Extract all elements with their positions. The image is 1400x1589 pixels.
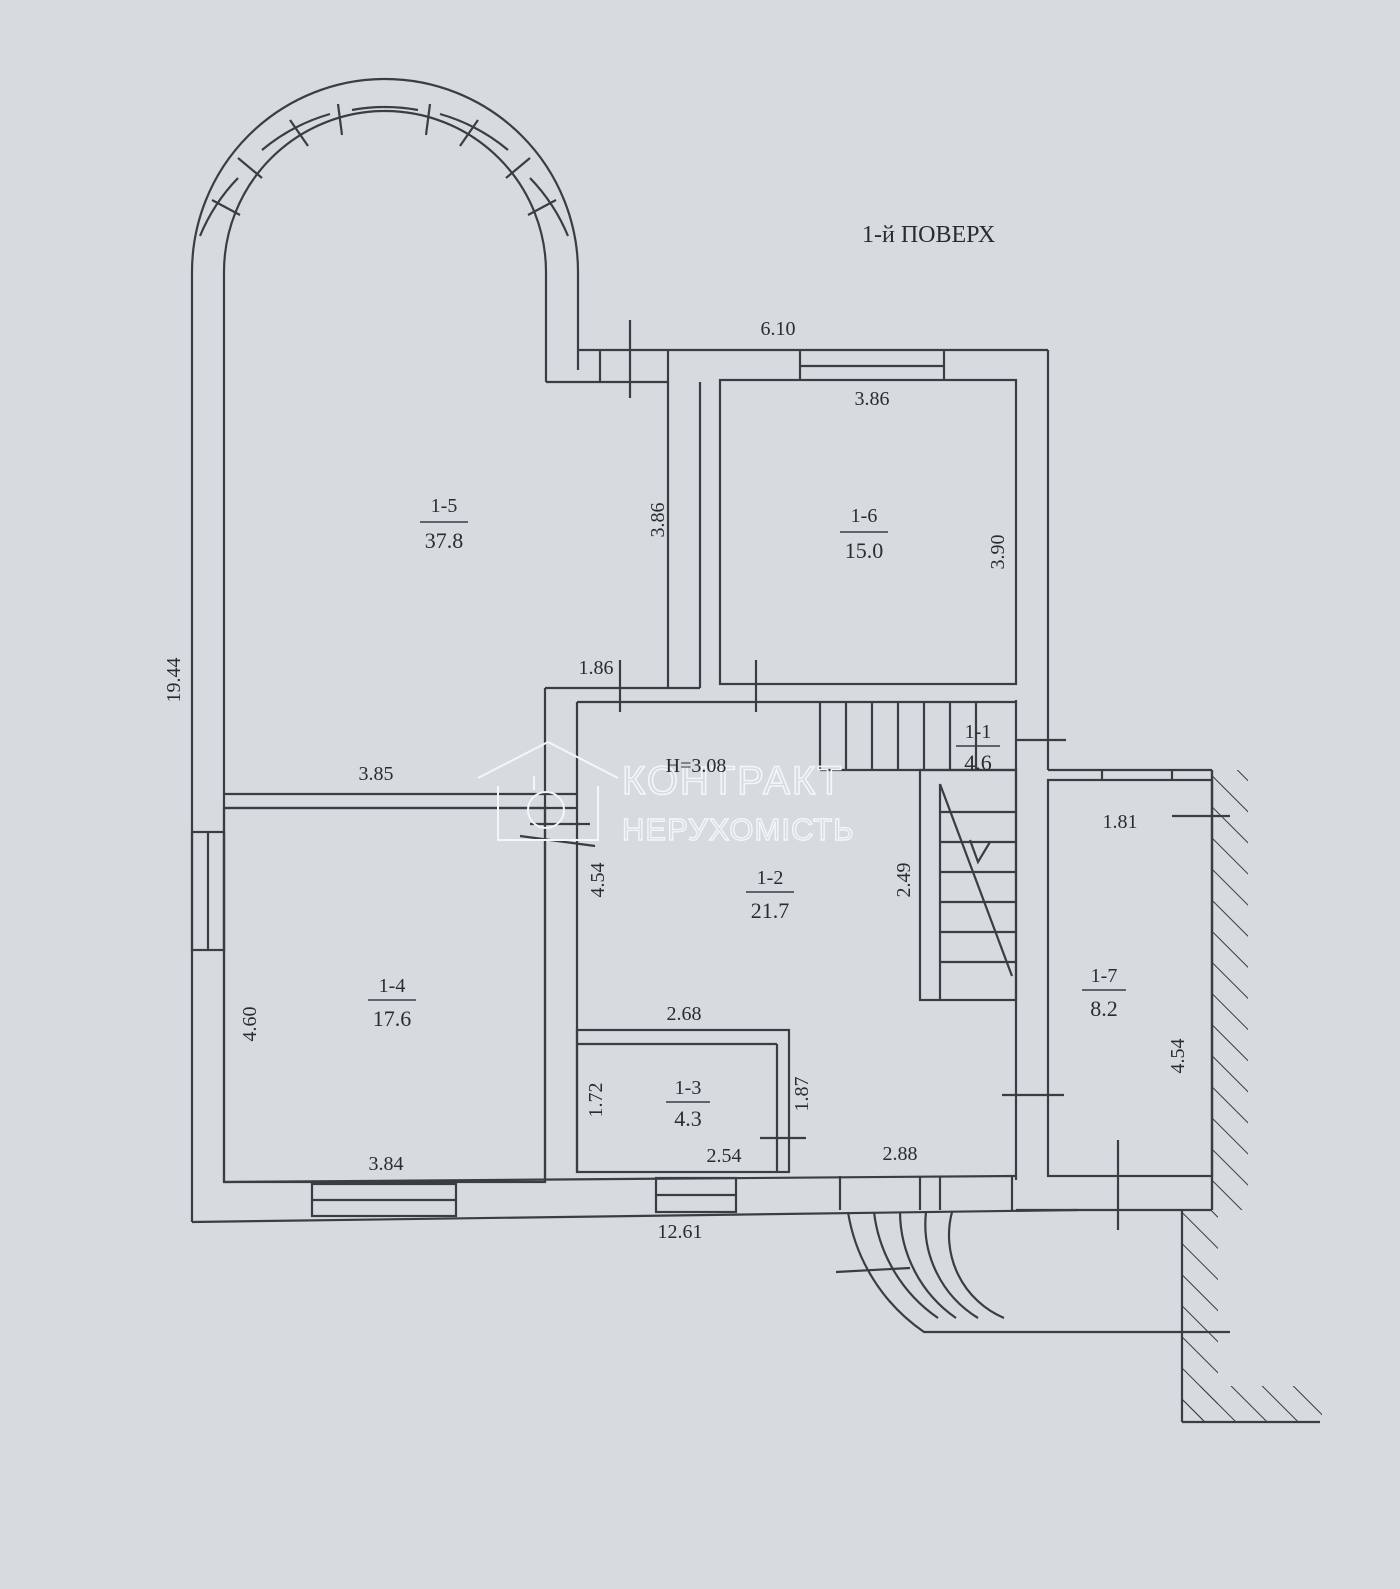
dim-room2-left: 4.54: [587, 863, 609, 898]
dim-room3-left: 1.72: [585, 1083, 607, 1118]
room-1-6-id: 1-6: [851, 505, 878, 527]
room-1-4-id: 1-4: [379, 975, 406, 997]
room-1-4-area: 17.6: [373, 1006, 412, 1031]
dim-room7-right: 4.54: [1167, 1039, 1189, 1074]
dimension-labels: 19.44 12.61 6.10 3.86 3.90 3.86 1.86 3.8…: [163, 318, 1189, 1243]
dim-room6-height: 3.90: [987, 535, 1009, 570]
room-1-3-area: 4.3: [674, 1106, 702, 1131]
dim-room2-bottom: 2.88: [883, 1143, 918, 1165]
ground-hatch-bottom: [1182, 1386, 1322, 1422]
dim-room4-bottom: 3.84: [369, 1153, 404, 1175]
room-1-7-id: 1-7: [1091, 965, 1118, 987]
dim-stair-2-49: 2.49: [893, 863, 915, 898]
dim-room3-top: 2.68: [667, 1003, 702, 1025]
room-1-2-area: 21.7: [751, 898, 790, 923]
dim-room5-height: 3.86: [647, 503, 669, 538]
room-1-6-area: 15.0: [845, 538, 884, 563]
walls: [190, 77, 1320, 1424]
dim-room7-top: 1.81: [1103, 811, 1138, 833]
watermark: КОНТРАКТ НЕРУХОМІСТЬ: [477, 740, 855, 848]
ground-hatch-upper: [1212, 770, 1248, 1210]
dim-room3-right: 1.87: [791, 1077, 813, 1112]
dim-room4-height: 4.60: [239, 1007, 261, 1042]
dim-room4-top: 3.85: [359, 763, 394, 785]
watermark-subtitle: НЕРУХОМІСТЬ: [622, 812, 855, 847]
dim-overall-width: 12.61: [658, 1221, 703, 1243]
room-1-7-area: 8.2: [1090, 996, 1118, 1021]
room-1-1-id: 1-1: [965, 721, 992, 743]
dim-room5-bottom: 1.86: [579, 657, 614, 679]
room-1-5-id: 1-5: [431, 495, 458, 517]
room-1-5-area: 37.8: [425, 528, 464, 553]
watermark-brand: КОНТРАКТ: [622, 759, 844, 803]
watermark-house-logo-icon: [477, 740, 619, 841]
dim-room6-width: 3.86: [855, 388, 890, 410]
room-1-2-id: 1-2: [757, 867, 784, 889]
dim-room3-bottom: 2.54: [707, 1145, 742, 1167]
room-labels: 1-5 37.8 1-6 15.0 1-1 4.6 1-2 21.7 1-4 1…: [368, 495, 1126, 1131]
dim-overall-height: 19.44: [163, 658, 185, 703]
dim-room2-ceiling: Н=3.08: [666, 755, 727, 777]
room-1-3-id: 1-3: [675, 1077, 702, 1099]
dim-top-6-10: 6.10: [761, 318, 796, 340]
room-1-1-area: 4.6: [964, 750, 992, 775]
plan-title: 1-й ПОВЕРХ: [862, 222, 995, 248]
